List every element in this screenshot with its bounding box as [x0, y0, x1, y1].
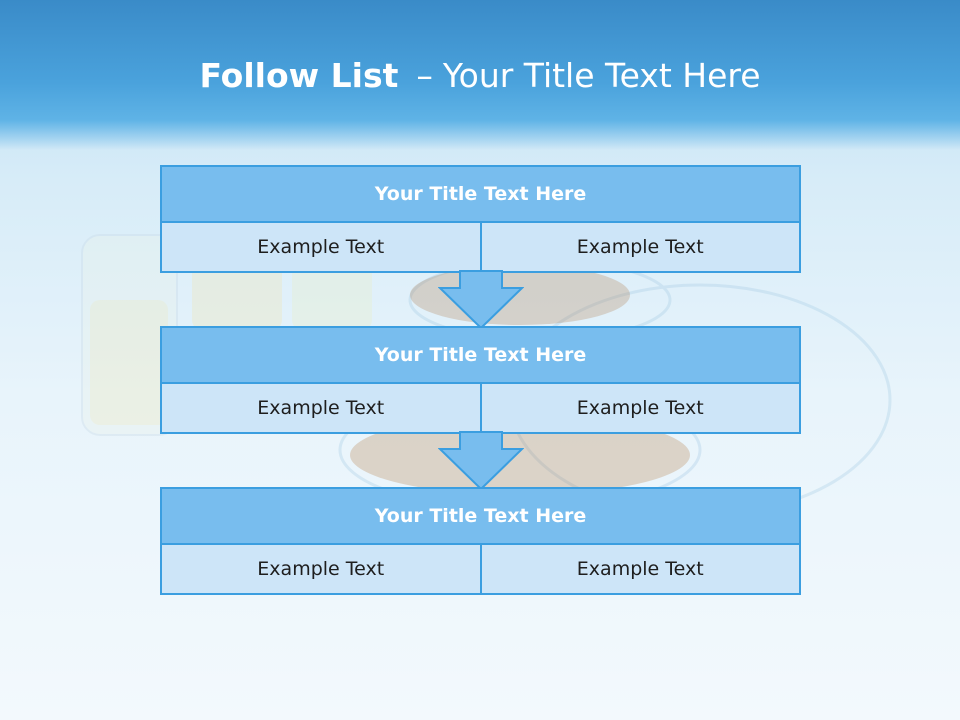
slide-title-separator: –: [416, 56, 433, 95]
slide-title-rest: Your Title Text Here: [442, 56, 761, 95]
step-box-2: Your Title Text Here Example Text Exampl…: [160, 326, 801, 434]
step-box-3: Your Title Text Here Example Text Exampl…: [160, 487, 801, 595]
step-cell-left: Example Text: [162, 223, 480, 271]
step-box-1: Your Title Text Here Example Text Exampl…: [160, 165, 801, 273]
step-cell-right: Example Text: [479, 223, 799, 271]
step-title: Your Title Text Here: [162, 167, 799, 223]
step-cell-left: Example Text: [162, 545, 480, 593]
step-title: Your Title Text Here: [162, 489, 799, 545]
step-cell-left: Example Text: [162, 384, 480, 432]
header-band: [0, 0, 960, 150]
step-cell-right: Example Text: [479, 384, 799, 432]
slide-title: Follow List–Your Title Text Here: [0, 52, 960, 100]
step-cell-right: Example Text: [479, 545, 799, 593]
slide-title-bold: Follow List: [199, 56, 399, 95]
down-arrow-icon: [438, 270, 524, 330]
step-title: Your Title Text Here: [162, 328, 799, 384]
down-arrow-icon: [438, 431, 524, 491]
